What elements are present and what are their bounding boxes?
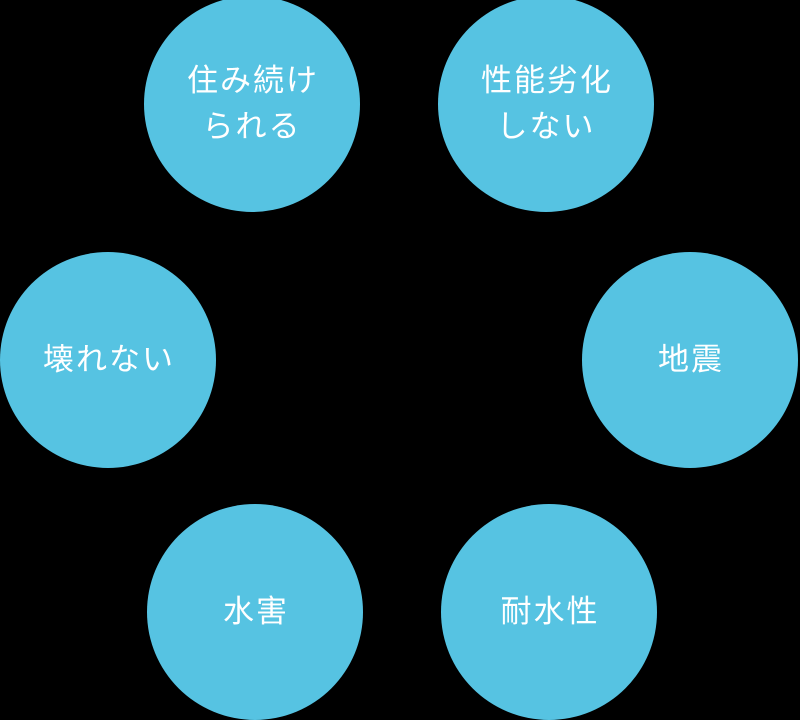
circle-flood: 水害 [147, 504, 363, 720]
circle-earthquake-label: 地震 [658, 342, 724, 378]
circle-keep-living: 住み続け られる [144, 0, 360, 212]
circle-unbreakable-label: 壊れない [43, 342, 175, 378]
circle-earthquake: 地震 [582, 252, 798, 468]
circle-no-degradation-label: 性能劣化 しない [481, 63, 613, 145]
circle-flood-label: 水害 [223, 594, 289, 630]
circle-unbreakable: 壊れない [0, 252, 216, 468]
circle-no-degradation: 性能劣化 しない [438, 0, 654, 212]
circle-keep-living-label: 住み続け られる [187, 63, 319, 145]
circle-water-resistance-label: 耐水性 [500, 594, 600, 630]
circle-water-resistance: 耐水性 [441, 504, 657, 720]
